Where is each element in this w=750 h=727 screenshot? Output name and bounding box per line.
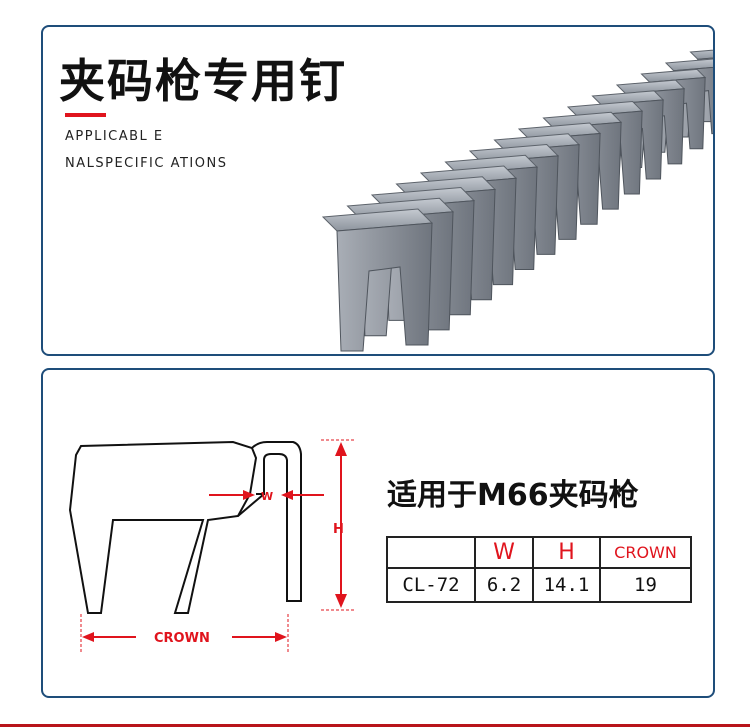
spec-header-model	[386, 536, 476, 569]
width-arrow-right-head	[281, 490, 293, 500]
bottom-accent-line	[0, 724, 750, 727]
nail-crown-face	[689, 49, 713, 60]
nail-strip	[321, 49, 713, 352]
width-label: W	[261, 490, 273, 503]
spec-header-height: H	[532, 536, 601, 569]
spec-panel: H W CROWN 适用于M66夹码枪 W H CROWN CL-72 6.2 …	[41, 368, 715, 698]
nail-profile-outline	[68, 440, 258, 614]
crown-arrow-right-head	[275, 632, 287, 642]
table-row: CL-72 6.2 14.1 19	[386, 567, 692, 603]
height-arrow-down	[335, 594, 347, 608]
subtitle-line-2: NALSPECIFIC ATIONS	[65, 156, 228, 171]
height-arrow-up	[335, 442, 347, 456]
spec-header-crown: CROWN	[599, 536, 692, 569]
spec-table: W H CROWN CL-72 6.2 14.1 19	[386, 536, 692, 603]
subtitle-line-1: APPLICABL E	[65, 129, 164, 144]
product-title: 夹码枪专用钉	[59, 54, 347, 108]
nail-profile-hook	[251, 441, 302, 602]
spec-height-cell: 14.1	[532, 567, 601, 603]
compatible-model-title: 适用于M66夹码枪	[387, 478, 639, 513]
spec-width-cell: 6.2	[474, 567, 534, 603]
product-banner-panel: 夹码枪专用钉 APPLICABL E NALSPECIFIC ATIONS	[41, 25, 715, 356]
height-label: H	[333, 522, 344, 537]
nail-crown-face	[664, 58, 713, 72]
spec-table-header-row: W H CROWN	[386, 536, 692, 569]
nail-unit	[321, 208, 434, 352]
spec-model-cell: CL-72	[386, 567, 476, 603]
nail-legs	[336, 222, 433, 352]
crown-label: CROWN	[154, 631, 210, 646]
width-arrow-left-head	[243, 490, 255, 500]
spec-crown-cell: 19	[599, 567, 692, 603]
title-underline	[65, 113, 106, 117]
nail-dimension-diagram: H W CROWN	[68, 439, 355, 652]
nail-strip-image	[321, 49, 713, 352]
nail-inner-notch	[237, 493, 265, 517]
crown-arrow-left-head	[82, 632, 94, 642]
spec-header-width: W	[474, 536, 534, 569]
